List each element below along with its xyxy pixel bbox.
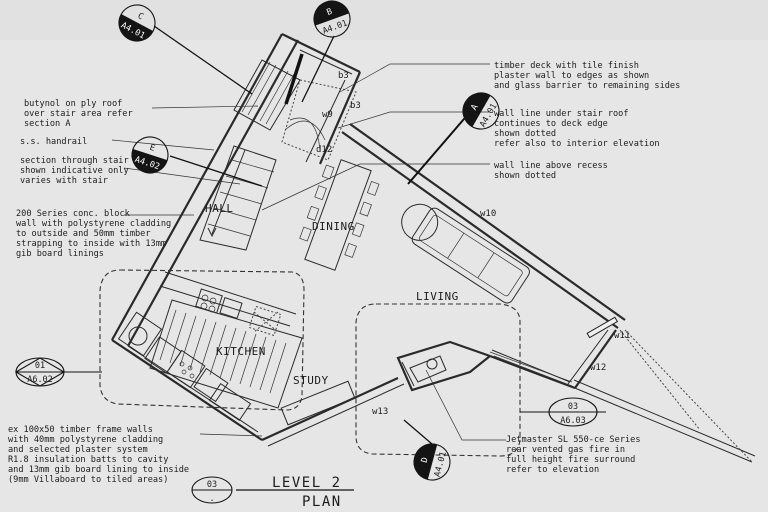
section-marker-d-letter: D xyxy=(420,456,431,464)
section-marker-c-letter: C xyxy=(136,11,145,22)
svg-text:gib board linings: gib board linings xyxy=(16,249,104,259)
svg-text:refer also to interior elevati: refer also to interior elevation xyxy=(494,139,660,149)
svg-text:wall line under stair roof: wall line under stair roof xyxy=(494,109,629,119)
svg-text:200 Series conc. block: 200 Series conc. block xyxy=(16,209,131,219)
kitchen-zone xyxy=(99,269,305,411)
section-marker-e: E A4.02 xyxy=(131,136,169,174)
note-roof: butynol on ply roof over stair area refe… xyxy=(24,99,133,129)
svg-text:shown indicative only: shown indicative only xyxy=(20,166,129,176)
svg-text:strapping to inside with 13mm: strapping to inside with 13mm xyxy=(16,239,166,249)
svg-text:s.s. handrail: s.s. handrail xyxy=(20,137,87,147)
note-frame-walls: ex 100x50 timber frame walls with 40mm p… xyxy=(8,425,189,485)
svg-text:plaster wall to edges as shown: plaster wall to edges as shown xyxy=(494,71,649,81)
note-deck: timber deck with tile finish plaster wal… xyxy=(494,61,680,91)
study-desk xyxy=(280,380,356,426)
tag-w9: w9 xyxy=(322,110,333,120)
svg-text:R1.8 insulation batts to cavit: R1.8 insulation batts to cavity xyxy=(8,455,168,465)
room-label-hall: HALL xyxy=(205,202,234,215)
room-label-study: STUDY xyxy=(293,374,329,387)
svg-text:Jetmaster SL 550-ce Series: Jetmaster SL 550-ce Series xyxy=(506,435,641,445)
tag-b3-upper: b3 xyxy=(338,71,349,81)
section-marker-e-letter: E xyxy=(148,143,156,154)
drawing-title: LEVEL 2 xyxy=(272,475,342,491)
gas-fire xyxy=(409,355,447,383)
svg-text:section A: section A xyxy=(24,119,71,129)
svg-text:butynol on ply roof: butynol on ply roof xyxy=(24,99,122,109)
svg-text:full height fire surround: full height fire surround xyxy=(506,455,635,465)
svg-text:to outside and 50mm timber: to outside and 50mm timber xyxy=(16,229,151,239)
living-zone xyxy=(355,303,521,457)
drawing-number: 03 xyxy=(207,480,217,490)
note-fire: Jetmaster SL 550-ce Series rear vented g… xyxy=(506,435,641,475)
room-label-living: LIVING xyxy=(416,290,459,303)
svg-text:ex 100x50 timber frame walls: ex 100x50 timber frame walls xyxy=(8,425,153,435)
section-marker-b-letter: B xyxy=(325,7,333,18)
title-block: 03 . LEVEL 2 PLAN xyxy=(191,475,354,510)
stair xyxy=(199,53,357,251)
svg-text:section through stair: section through stair xyxy=(20,156,129,166)
building-walls xyxy=(111,33,626,447)
svg-text:and selected plaster system: and selected plaster system xyxy=(8,445,148,455)
drawing-sub: . xyxy=(209,494,214,504)
elevation-marker-01-sheet: A6.02 xyxy=(27,375,53,385)
svg-text:wall with polystyrene cladding: wall with polystyrene cladding xyxy=(16,219,171,229)
svg-text:and glass barrier to remaining: and glass barrier to remaining sides xyxy=(494,81,680,91)
svg-text:rear vented gas fire in: rear vented gas fire in xyxy=(506,445,625,455)
svg-text:with 40mm polystyrene cladding: with 40mm polystyrene cladding xyxy=(8,435,163,445)
svg-text:shown dotted: shown dotted xyxy=(494,129,556,139)
tag-w12: w12 xyxy=(590,363,606,373)
drawing-subtitle: PLAN xyxy=(302,494,342,510)
section-marker-c: C A4.01 xyxy=(118,4,156,42)
kitchen-fittings xyxy=(117,271,303,422)
note-wall-line: wall line under stair roof continues to … xyxy=(494,109,660,149)
note-block-wall: 200 Series conc. block wall with polysty… xyxy=(16,209,171,259)
tag-d12: d12 xyxy=(316,145,332,155)
tag-b3-lower: b3 xyxy=(350,101,361,111)
svg-text:and 13mm gib board lining to i: and 13mm gib board lining to inside xyxy=(8,465,189,475)
svg-text:over stair area refer: over stair area refer xyxy=(24,109,133,119)
elevation-marker-01-number: 01 xyxy=(35,361,45,371)
svg-text:timber deck with tile finish: timber deck with tile finish xyxy=(494,61,639,71)
room-label-dining: DINING xyxy=(312,220,355,233)
svg-text:(9mm Villaboard to tiled areas: (9mm Villaboard to tiled areas) xyxy=(8,475,168,485)
room-label-kitchen: KITCHEN xyxy=(216,345,266,358)
tag-w11: w11 xyxy=(614,331,630,341)
leader-lines xyxy=(111,63,506,441)
svg-text:continues to deck edge: continues to deck edge xyxy=(494,119,608,129)
sofa xyxy=(401,203,530,304)
note-handrail: s.s. handrail xyxy=(20,137,87,147)
svg-text:shown dotted: shown dotted xyxy=(494,171,556,181)
elevation-marker-01: 01 A6.02 xyxy=(14,357,102,387)
tag-w13: w13 xyxy=(372,407,388,417)
svg-text:wall line above recess: wall line above recess xyxy=(494,161,608,171)
dining-table xyxy=(299,159,380,271)
svg-text:varies with stair: varies with stair xyxy=(20,176,108,186)
note-stair-section: section through stair shown indicative o… xyxy=(20,156,129,186)
elevation-marker-03: 03 A6.03 xyxy=(520,397,606,427)
elevation-marker-03-number: 03 xyxy=(568,402,578,412)
elevation-marker-03-sheet: A6.03 xyxy=(560,416,586,426)
svg-text:refer to elevation: refer to elevation xyxy=(506,465,599,475)
tag-w10: w10 xyxy=(480,209,496,219)
note-recess: wall line above recess shown dotted xyxy=(494,161,608,181)
section-marker-a-letter: A xyxy=(469,103,480,112)
